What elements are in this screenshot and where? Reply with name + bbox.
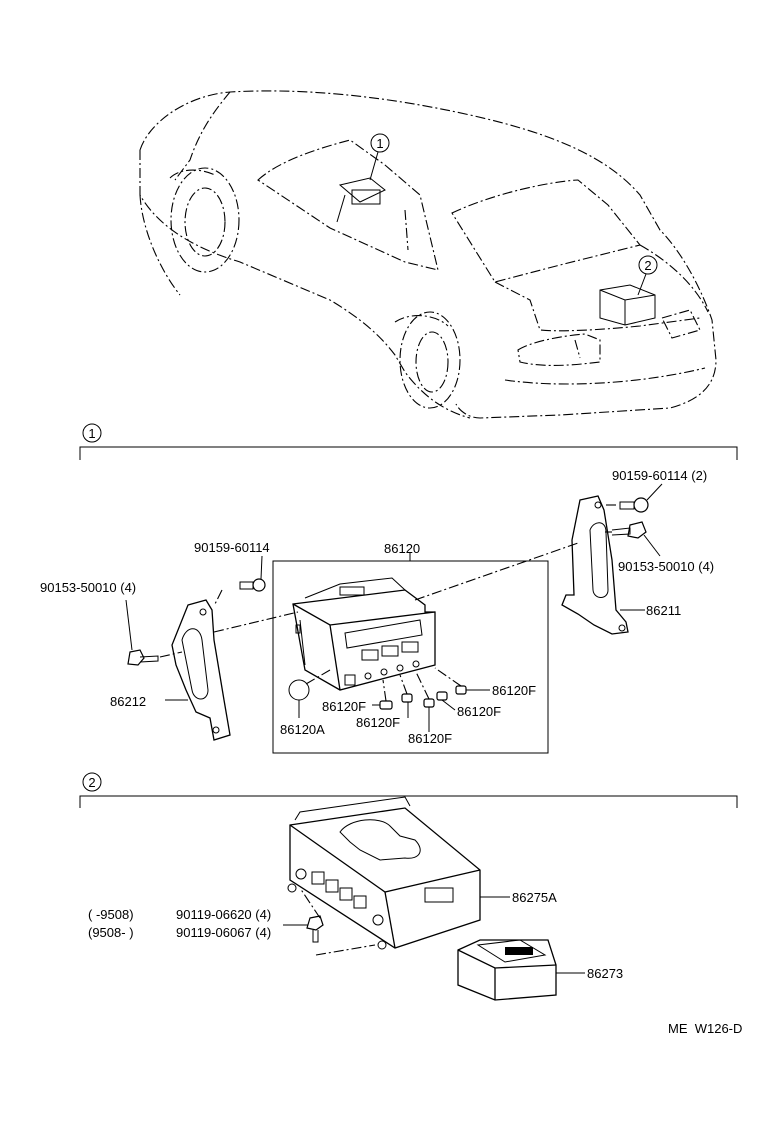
left-bolt-90159-part	[213, 555, 266, 607]
buttons-86120F-parts	[372, 667, 490, 732]
right-screw-90153-part	[605, 521, 661, 557]
label-bolt-range-1: ( -9508)	[88, 907, 134, 922]
section-2-header: 2	[79, 772, 738, 808]
right-bolt-90159-part	[605, 483, 663, 513]
diagram-code: ME W126-D	[668, 1021, 742, 1036]
right-bracket-86211-part	[561, 495, 645, 635]
label-86120F-4: 86120F	[457, 704, 501, 719]
label-90119-06620: 90119-06620 (4)	[176, 907, 271, 922]
label-bolt-range-2: (9508- )	[88, 925, 134, 940]
label-86273: 86273	[587, 966, 623, 981]
knob-86120A-part	[288, 669, 331, 718]
callout-1-text: 1	[376, 136, 383, 151]
label-86120F-5: 86120F	[492, 683, 536, 698]
label-86275A: 86275A	[512, 890, 557, 905]
label-90153-50010-left: 90153-50010 (4)	[40, 580, 136, 595]
left-bracket-86212-part	[165, 599, 231, 741]
callout-2-text: 2	[644, 258, 651, 273]
label-86120F-1: 86120F	[322, 699, 366, 714]
label-86211: 86211	[646, 603, 681, 618]
amplifier-bolt-90119-part	[283, 887, 376, 956]
section-1-callout-text: 1	[88, 426, 95, 441]
label-90159-60114-qty-2: 90159-60114 (2)	[612, 468, 707, 483]
section-2-callout-text: 2	[88, 775, 95, 790]
callout-1-on-car: 1	[369, 133, 390, 181]
section-1-header: 1	[79, 423, 738, 460]
label-90159-60114-left: 90159-60114	[194, 540, 270, 555]
left-screw-90153-part	[125, 599, 183, 666]
label-90153-50010-right: 90153-50010 (4)	[618, 559, 714, 574]
label-90119-06067: 90119-06067 (4)	[176, 925, 271, 940]
label-86212: 86212	[110, 694, 146, 709]
cover-86273-part	[457, 939, 585, 1001]
callout-2-on-car: 2	[637, 255, 658, 296]
car-overview-illustration	[139, 90, 717, 419]
label-86120F-3: 86120F	[408, 731, 452, 746]
label-86120F-2: 86120F	[356, 715, 400, 730]
label-86120A: 86120A	[280, 722, 325, 737]
label-86120: 86120	[384, 541, 420, 556]
amplifier-86275A-part	[287, 796, 510, 950]
radio-head-unit	[292, 577, 436, 691]
